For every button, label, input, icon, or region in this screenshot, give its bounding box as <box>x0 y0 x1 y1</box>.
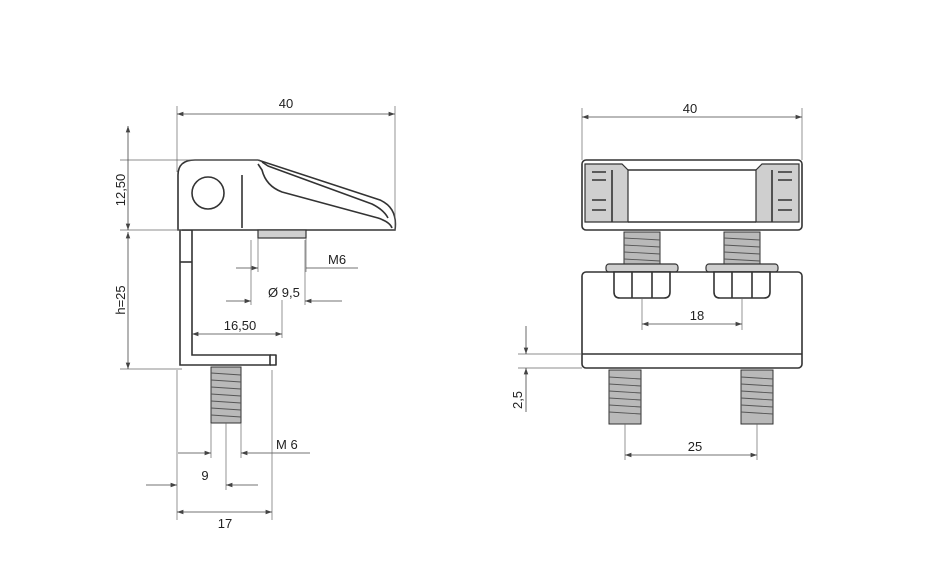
front-top-inner <box>611 169 773 223</box>
front-top-left-grooves <box>592 171 606 211</box>
front-washer-left <box>605 263 679 273</box>
front-nut-right <box>713 271 771 299</box>
bottom-stud-threads <box>210 372 242 418</box>
dim-text-bolt-spacing: 18 <box>690 308 704 323</box>
dim-text-width-front: 40 <box>683 101 697 116</box>
dim-text-stud-spacing: 25 <box>688 439 702 454</box>
dim-text-width-side: 40 <box>279 96 293 111</box>
dim-text-top-height: 12,50 <box>113 174 128 207</box>
dim-text-thickness: 2,5 <box>510 391 525 409</box>
front-top-left-shade <box>584 163 629 223</box>
front-washer-right <box>705 263 779 273</box>
front-top-block <box>581 159 803 231</box>
front-view: 40 18 2,5 25 <box>510 101 803 460</box>
clamp-jaw-inner <box>261 161 389 219</box>
front-top-right-grooves <box>778 171 792 211</box>
dim-text-h: h=25 <box>113 285 128 314</box>
front-bolt-threads <box>623 237 761 262</box>
dim-text-hole: Ø 9,5 <box>268 285 300 300</box>
dim-text-offset: 16,50 <box>224 318 257 333</box>
front-top-right-shade <box>755 163 800 223</box>
front-nut-left <box>613 271 671 299</box>
clamp-hole <box>191 176 225 210</box>
dim-text-m6-bottom: M 6 <box>276 437 298 452</box>
clamp-nut <box>257 229 307 239</box>
clamp-jaw-outer <box>257 163 393 229</box>
dim-text-m6-top: M6 <box>328 252 346 267</box>
dim-text-9: 9 <box>201 468 208 483</box>
bracket-toe <box>270 354 277 366</box>
side-view: 40 12,50 h=25 M6 Ø 9,5 16,50 M 6 <box>113 96 397 531</box>
bracket-vertical-plate <box>179 229 271 366</box>
dim-text-17: 17 <box>218 516 232 531</box>
front-stud-threads <box>608 376 774 415</box>
